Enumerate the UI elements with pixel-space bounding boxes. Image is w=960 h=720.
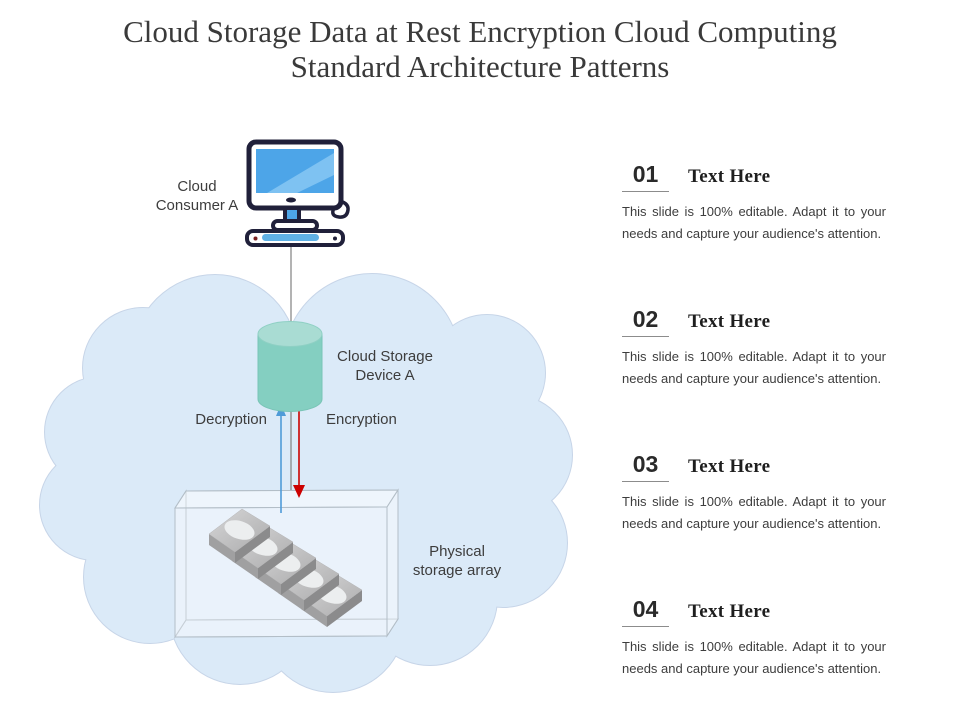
step-heading: Text Here <box>688 456 771 477</box>
step-item-01: 01 Text Here This slide is 100% editable… <box>622 162 886 245</box>
decryption-label: Decryption <box>195 411 267 428</box>
desktop-computer-icon <box>245 139 350 247</box>
step-number: 02 <box>622 307 669 337</box>
cloud-consumer-label: Cloud Consumer A <box>155 178 239 214</box>
step-header: 01 Text Here <box>622 162 886 192</box>
step-description: This slide is 100% editable. Adapt it to… <box>622 349 886 386</box>
step-header: 03 Text Here <box>622 452 886 482</box>
slide-title-line2: Standard Architecture Patterns <box>290 49 670 84</box>
cable <box>331 198 350 219</box>
step-header: 04 Text Here <box>622 597 886 627</box>
step-item-03: 03 Text Here This slide is 100% editable… <box>622 452 886 535</box>
step-description: This slide is 100% editable. Adapt it to… <box>622 639 886 676</box>
step-number: 04 <box>622 597 669 627</box>
database-cylinder-icon <box>257 321 323 412</box>
step-header: 02 Text Here <box>622 307 886 337</box>
step-description: This slide is 100% editable. Adapt it to… <box>622 204 886 241</box>
step-description: This slide is 100% editable. Adapt it to… <box>622 494 886 531</box>
step-number: 03 <box>622 452 669 482</box>
slide-title: Cloud Storage Data at Rest Encryption Cl… <box>0 14 960 84</box>
step-heading: Text Here <box>688 311 771 332</box>
step-item-02: 02 Text Here This slide is 100% editable… <box>622 307 886 390</box>
slide-title-line1: Cloud Storage Data at Rest Encryption Cl… <box>123 14 837 49</box>
physical-storage-array-label: Physical storage array <box>412 543 502 579</box>
storage-box-front <box>174 488 399 638</box>
cloud-storage-device-label: Cloud Storage Device A <box>337 348 433 384</box>
architecture-diagram <box>39 139 573 693</box>
step-item-04: 04 Text Here This slide is 100% editable… <box>622 597 886 680</box>
encryption-label: Encryption <box>326 411 397 428</box>
step-heading: Text Here <box>688 166 771 187</box>
step-number: 01 <box>622 162 669 192</box>
encryption-arrow <box>293 403 305 498</box>
step-heading: Text Here <box>688 601 771 622</box>
